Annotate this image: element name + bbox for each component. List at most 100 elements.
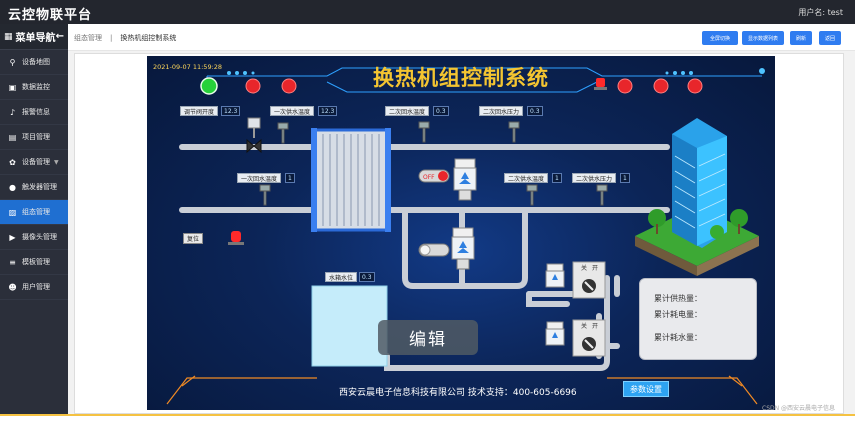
- secondary-return-pressure-value: 0.3: [527, 106, 543, 116]
- sidebar-item-label: 组态管理: [22, 208, 50, 216]
- control-valve-icon: [246, 117, 262, 154]
- status-lamp-red-4: [653, 78, 669, 94]
- accumulated-water-label: 累计耗水量：: [654, 333, 702, 342]
- sidebar-item-configuration[interactable]: ▨ 组态管理: [0, 200, 68, 225]
- primary-return-temp-label: 一次回水温度: [237, 173, 282, 183]
- sidebar: ▦ 菜单导航 ← ⚲设备地图 ▣数据监控 ♪报警信息 ▤项目管理 ✿设备管理▼ …: [0, 24, 68, 422]
- scada-datetime: 2021-09-07 11:59:28: [153, 63, 223, 71]
- sidebar-header: ▦ 菜单导航 ←: [0, 24, 68, 50]
- reset-button[interactable]: 复位: [183, 233, 203, 244]
- breadcrumb-current: 换热机组控制系统: [120, 34, 177, 42]
- sidebar-item-label: 报警信息: [22, 108, 50, 116]
- pump-1-close-label: 关: [581, 264, 587, 272]
- accumulated-heat-label: 累计供热量：: [654, 294, 702, 303]
- circulation-pump-1-icon: [453, 158, 477, 201]
- header-dots: [227, 68, 765, 75]
- valve-opening-label: 调节阀开度: [180, 106, 219, 116]
- sidebar-item-device-map[interactable]: ⚲ 设备地图: [0, 50, 68, 75]
- sidebar-item-devices[interactable]: ✿设备管理▼: [0, 150, 68, 175]
- top-bar: 云控物联平台 用户名: test: [0, 0, 855, 24]
- sidebar-item-label: 设备管理: [22, 158, 50, 166]
- water-tank: [311, 285, 388, 367]
- sidebar-item-triggers[interactable]: ● 触发器管理: [0, 175, 68, 200]
- breadcrumb: 组态管理 | 换热机组控制系统: [74, 33, 176, 43]
- bell-icon: ♪: [9, 107, 16, 117]
- dashboard-icon: ▨: [8, 207, 17, 217]
- toggle-switch-on: [418, 243, 450, 257]
- user-icon: ☻: [8, 282, 17, 292]
- sidebar-item-data-monitor[interactable]: ▣ 数据监控: [0, 75, 68, 100]
- toggle-switch-off: [418, 169, 450, 183]
- app-title: 云控物联平台: [8, 8, 93, 23]
- chevron-down-icon: ▼: [54, 158, 59, 166]
- tank-level-value: 0.3: [359, 272, 375, 282]
- sidebar-item-label: 触发器管理: [22, 183, 57, 191]
- watermark: CSDN @西安云晨电子信息: [762, 405, 836, 412]
- status-lamp-green: [200, 77, 218, 95]
- sidebar-header-label: 菜单导航: [15, 33, 56, 44]
- pump-control-panel-2: [572, 319, 606, 357]
- sidebar-item-label: 设备地图: [22, 58, 50, 66]
- makeup-pump-2-icon: [545, 321, 565, 346]
- sidebar-item-alarms[interactable]: ♪ 报警信息: [0, 100, 68, 125]
- sidebar-item-label: 模板管理: [22, 258, 50, 266]
- toggle-switch-off-label: OFF: [423, 174, 435, 181]
- camera-icon: ▶: [9, 232, 16, 242]
- alarm-beacon-left-icon: [228, 231, 244, 245]
- circulation-pump-2-icon: [451, 227, 475, 270]
- parameter-settings-button[interactable]: 参数设置: [623, 381, 669, 397]
- status-lamp-red-5: [687, 78, 703, 94]
- fullscreen-button[interactable]: 全屏切换: [702, 31, 738, 45]
- breadcrumb-parent[interactable]: 组态管理: [74, 34, 102, 42]
- sidebar-item-label: 摄像头管理: [22, 233, 57, 241]
- collapse-arrow-icon[interactable]: ←: [55, 31, 64, 42]
- sidebar-item-label: 项目管理: [22, 133, 50, 141]
- secondary-supply-temp-label: 二次供水温度: [504, 173, 549, 183]
- breadcrumb-bar: 组态管理 | 换热机组控制系统 全屏切换 显示数据列表 刷新 返回: [68, 24, 855, 51]
- pump-2-close-label: 关: [581, 322, 587, 330]
- sidebar-item-users[interactable]: ☻ 用户管理: [0, 275, 68, 300]
- scada-title: 换热机组控制系统: [373, 66, 549, 90]
- secondary-return-pressure-label: 二次回水压力: [479, 106, 524, 116]
- show-data-list-button[interactable]: 显示数据列表: [742, 31, 784, 45]
- pump-control-panel-1: [572, 261, 606, 299]
- secondary-supply-pressure-value: 1: [620, 173, 630, 183]
- bottom-status-line: [0, 414, 855, 422]
- building-illustration: [635, 118, 759, 276]
- alarm-beacon-top-icon: [594, 78, 607, 90]
- secondary-return-temp-value: 0.3: [433, 106, 449, 116]
- tank-level-label: 水箱水位: [325, 272, 358, 282]
- valve-opening-value: 12.3: [221, 106, 241, 116]
- secondary-return-temp-label: 二次回水温度: [385, 106, 430, 116]
- secondary-supply-temp-value: 1: [552, 173, 562, 183]
- status-lamp-red-2: [281, 78, 297, 94]
- primary-supply-temp-label: 一次供水温度: [270, 106, 315, 116]
- primary-return-temp-value: 1: [285, 173, 295, 183]
- monitor-icon: ▣: [8, 82, 17, 92]
- temperature-sensor-icon: [259, 121, 608, 206]
- back-button[interactable]: 返回: [819, 31, 841, 45]
- refresh-button[interactable]: 刷新: [790, 31, 812, 45]
- edit-overlay-button[interactable]: 编辑: [378, 320, 478, 355]
- accumulated-info-panel: 累计供热量： 累计耗电量： 累计耗水量：: [639, 278, 757, 360]
- breadcrumb-separator: |: [110, 34, 113, 42]
- status-lamp-red-1: [245, 78, 261, 94]
- sidebar-item-templates[interactable]: ≡模板管理: [0, 250, 68, 275]
- secondary-supply-pressure-label: 二次供水压力: [572, 173, 617, 183]
- sidebar-item-label: 用户管理: [22, 283, 50, 291]
- sidebar-item-label: 数据监控: [22, 83, 50, 91]
- company-support-text: 西安云晨电子信息科技有限公司 技术支持：400-605-6696: [339, 388, 577, 398]
- sidebar-item-projects[interactable]: ▤ 项目管理: [0, 125, 68, 150]
- location-icon: ●: [9, 182, 16, 192]
- user-label[interactable]: 用户名: test: [798, 8, 843, 17]
- footer-frame: [166, 375, 758, 405]
- makeup-pump-1-icon: [545, 263, 565, 288]
- file-icon: ▤: [8, 132, 17, 142]
- accumulated-power-label: 累计耗电量：: [654, 310, 702, 319]
- heat-exchanger: [311, 128, 391, 232]
- map-pin-icon: ⚲: [9, 57, 16, 67]
- status-lamp-red-3: [617, 78, 633, 94]
- sidebar-item-cameras[interactable]: ▶ 摄像头管理: [0, 225, 68, 250]
- grid-icon: ▦: [4, 31, 13, 42]
- scada-graphics: 关 开 关 开 OFF: [166, 67, 765, 405]
